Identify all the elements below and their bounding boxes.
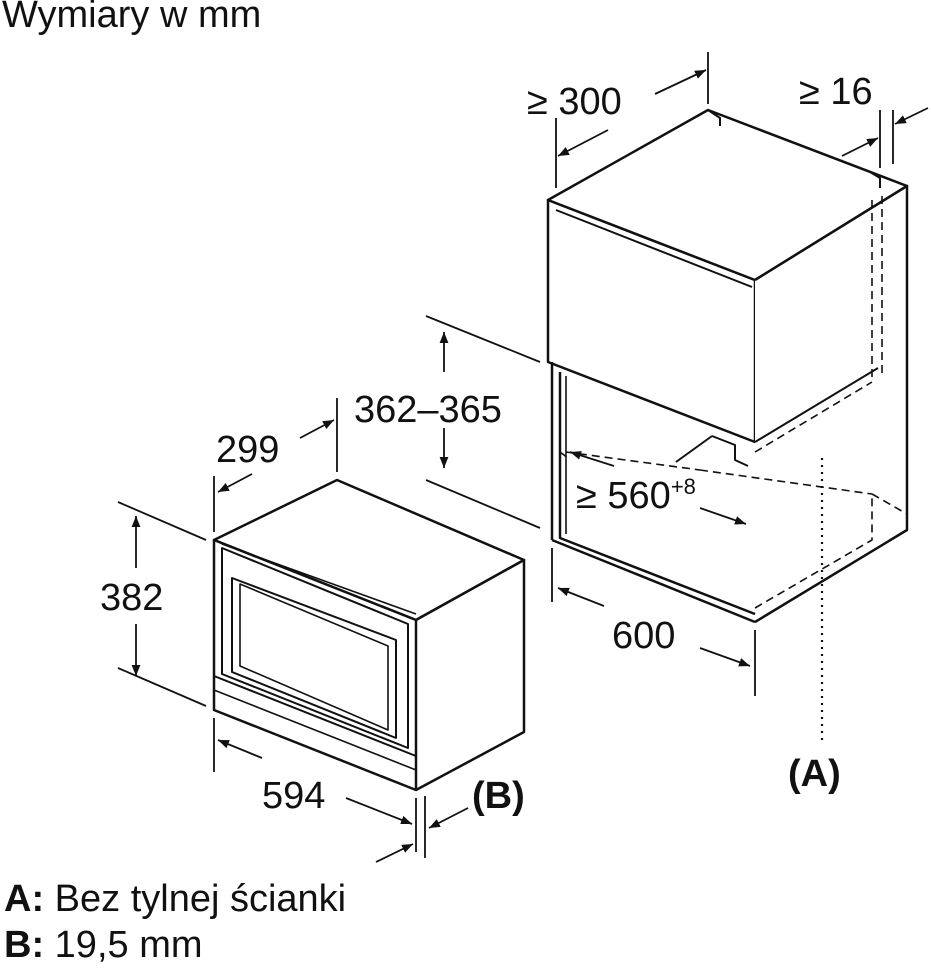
dim-side-gap: ≥ 16 [799, 71, 873, 113]
cabinet-hidden-edges [559, 196, 908, 609]
legend-a-key: A: [4, 878, 45, 920]
dim-oven-depth: 299 [216, 429, 279, 471]
dim-niche-width: ≥ 560+8 [576, 474, 696, 517]
legend-b-text: 19,5 mm [54, 924, 203, 966]
legend-b: B: 19,5 mm [4, 924, 203, 967]
dim-cabinet-depth: ≥ 300 [527, 81, 622, 123]
dim-cabinet-width: 600 [612, 615, 675, 657]
legend-a-text: Bez tylnej ścianki [54, 878, 347, 920]
oven [212, 478, 526, 792]
dim-niche-height: 362–365 [354, 389, 502, 431]
legend-a: A: Bez tylnej ścianki [4, 878, 346, 921]
dim-niche-width-sup: +8 [671, 474, 696, 499]
callout-a: (A) [788, 753, 841, 795]
callout-b: (B) [472, 775, 525, 817]
legend-b-key: B: [4, 924, 45, 966]
dim-niche-width-base: ≥ 560 [576, 475, 671, 517]
dimension-lines [117, 52, 929, 863]
dim-oven-width: 594 [262, 775, 325, 817]
dim-oven-height: 382 [100, 577, 163, 619]
cabinet [546, 108, 909, 624]
diagram-title: Wymiary w mm [2, 0, 262, 36]
